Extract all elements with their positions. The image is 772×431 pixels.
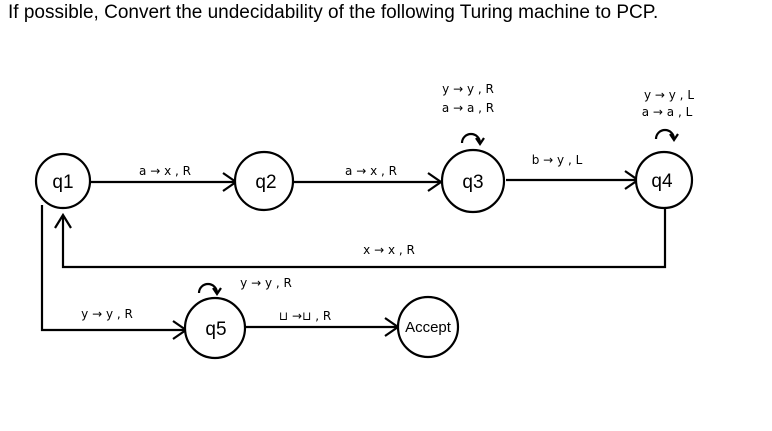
loop-q5 bbox=[197, 282, 219, 294]
transition-q3-q4-label: b → y , L bbox=[532, 153, 583, 167]
transition-q2-q3-label: a → x , R bbox=[345, 164, 397, 178]
state-q5-label: q5 bbox=[205, 319, 226, 340]
state-q2-circle bbox=[233, 150, 295, 212]
state-q4-label: q4 bbox=[651, 171, 673, 192]
edge-q4-q1 bbox=[61, 207, 667, 269]
loop-q5-label: y → y , R bbox=[240, 276, 292, 290]
loop-q4-label-2: a → a , L bbox=[642, 105, 693, 119]
arrowhead-loop-q4 bbox=[669, 133, 679, 142]
edge-q1-q5 bbox=[40, 205, 185, 332]
state-q4-circle bbox=[634, 150, 694, 210]
state-q2-label: q2 bbox=[255, 172, 276, 193]
transition-q4-q1-label: x → x , R bbox=[363, 243, 415, 257]
loop-q4-label-1: y → y , L bbox=[644, 88, 694, 102]
state-q1-circle bbox=[34, 152, 92, 210]
arrowhead-loop-q3 bbox=[475, 137, 485, 146]
transition-q5-accept-label: ⊔ →⊔ , R bbox=[279, 309, 331, 323]
arrowhead-loop-q5 bbox=[212, 287, 222, 296]
transition-q1-q2-label: a → x , R bbox=[139, 164, 191, 178]
loop-q3-label-2: a → a , R bbox=[442, 101, 494, 115]
arrowhead-q4-q1 bbox=[54, 212, 72, 229]
state-q5-circle bbox=[183, 296, 247, 360]
loop-q3 bbox=[460, 132, 482, 144]
state-q3-label: q3 bbox=[462, 172, 483, 193]
question-text: If possible, Convert the undecidability … bbox=[8, 2, 659, 23]
loop-q4 bbox=[654, 128, 676, 140]
loop-q3-label-1: y → y , R bbox=[442, 82, 494, 96]
transition-q1-q5-label: y → y , R bbox=[81, 307, 133, 321]
state-accept-label: Accept bbox=[405, 319, 452, 336]
state-accept-circle bbox=[396, 295, 460, 359]
state-q3-circle bbox=[440, 148, 506, 214]
state-q1-label: q1 bbox=[52, 172, 73, 193]
